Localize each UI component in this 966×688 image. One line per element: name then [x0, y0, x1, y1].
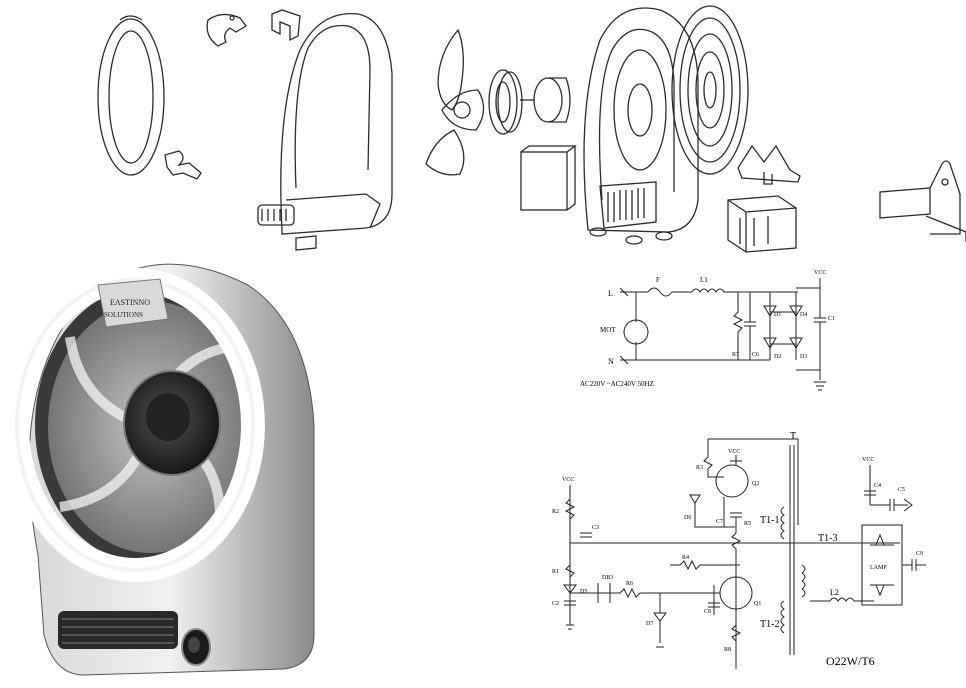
label-C7: C7 — [716, 519, 723, 525]
label-C6: C6 — [752, 352, 759, 358]
protective-grill — [671, 5, 749, 175]
label-L1: L1 — [700, 276, 708, 284]
small-bracket — [271, 9, 301, 42]
brand-name: EASTINNO — [110, 298, 150, 307]
label-R5: R5 — [744, 521, 751, 527]
label-D4: D4 — [800, 312, 807, 318]
lamp-bracket — [737, 144, 801, 185]
rear-housing — [583, 7, 699, 245]
label-C9: C9 — [916, 551, 923, 557]
ballast-schematic: VCC VCC VCC R2 C3 R1 D5 DB3 C2 R3 Q2 D6 … — [552, 431, 926, 669]
brand-subtitle: SOLUTIONS — [104, 311, 143, 319]
label-R2: R2 — [552, 509, 559, 515]
label-F: F — [656, 276, 660, 284]
label-D2: D2 — [774, 354, 781, 360]
grille-slats — [62, 618, 174, 644]
label-T1-1: T1-1 — [760, 515, 779, 526]
label-T1-3: T1-3 — [818, 533, 837, 544]
label-C4: C4 — [874, 483, 881, 489]
label-L: L — [608, 289, 613, 298]
collection-tray — [727, 195, 797, 253]
intake-grille — [58, 611, 178, 649]
label-Q2: Q2 — [752, 481, 759, 487]
label-Q1: Q1 — [754, 601, 761, 607]
label-VCC-right: VCC — [862, 457, 874, 463]
power-supply-schematic: L N F L1 MOT R7 C6 D1 D4 D2 D3 C1 VCC AC… — [580, 270, 835, 391]
wall-mount-bracket — [879, 160, 966, 242]
motor-ring — [488, 69, 523, 135]
label-L2: L2 — [830, 588, 839, 597]
label-T: T — [790, 431, 796, 442]
exploded-view-drawing — [97, 5, 966, 253]
label-R1: R1 — [552, 569, 559, 575]
label-VCC-q2: VCC — [728, 449, 740, 455]
label-N: N — [608, 357, 614, 366]
label-R8: R8 — [724, 647, 731, 653]
label-C3: C3 — [592, 525, 599, 531]
label-D6: D6 — [684, 515, 691, 521]
label-C2: C2 — [552, 601, 559, 607]
label-C8: C8 — [704, 609, 711, 615]
label-R6: R6 — [626, 581, 633, 587]
label-D7: D7 — [646, 621, 653, 627]
spring-clip — [164, 150, 202, 180]
ring-lamp-tube — [97, 15, 165, 176]
product-photo: EASTINNO SOLUTIONS — [5, 263, 315, 676]
label-VCC: VCC — [814, 270, 826, 276]
control-box — [520, 144, 577, 211]
label-R3: R3 — [696, 465, 703, 471]
label-C1: C1 — [828, 316, 835, 322]
label-C5: C5 — [898, 487, 905, 493]
label-T1-2: T1-2 — [760, 619, 779, 630]
label-MOT: MOT — [600, 326, 616, 334]
label-D1: D1 — [774, 312, 781, 318]
supply-caption: AC220V ~AC240V 50HZ — [580, 380, 654, 388]
model-caption: O22W/T6 — [826, 654, 875, 668]
label-D3: D3 — [800, 354, 807, 360]
lamp-holder-clip — [206, 13, 247, 47]
brand-badge: EASTINNO SOLUTIONS — [97, 278, 169, 328]
label-R4: R4 — [682, 555, 689, 561]
front-housing — [257, 13, 393, 251]
label-VCC-left: VCC — [562, 477, 574, 483]
motor — [520, 77, 571, 123]
fan-blade — [425, 28, 485, 176]
label-R7: R7 — [732, 352, 739, 358]
label-LAMP: LAMP — [870, 565, 887, 571]
label-D5: D5 — [580, 589, 587, 595]
label-DB3: DB3 — [602, 575, 613, 581]
